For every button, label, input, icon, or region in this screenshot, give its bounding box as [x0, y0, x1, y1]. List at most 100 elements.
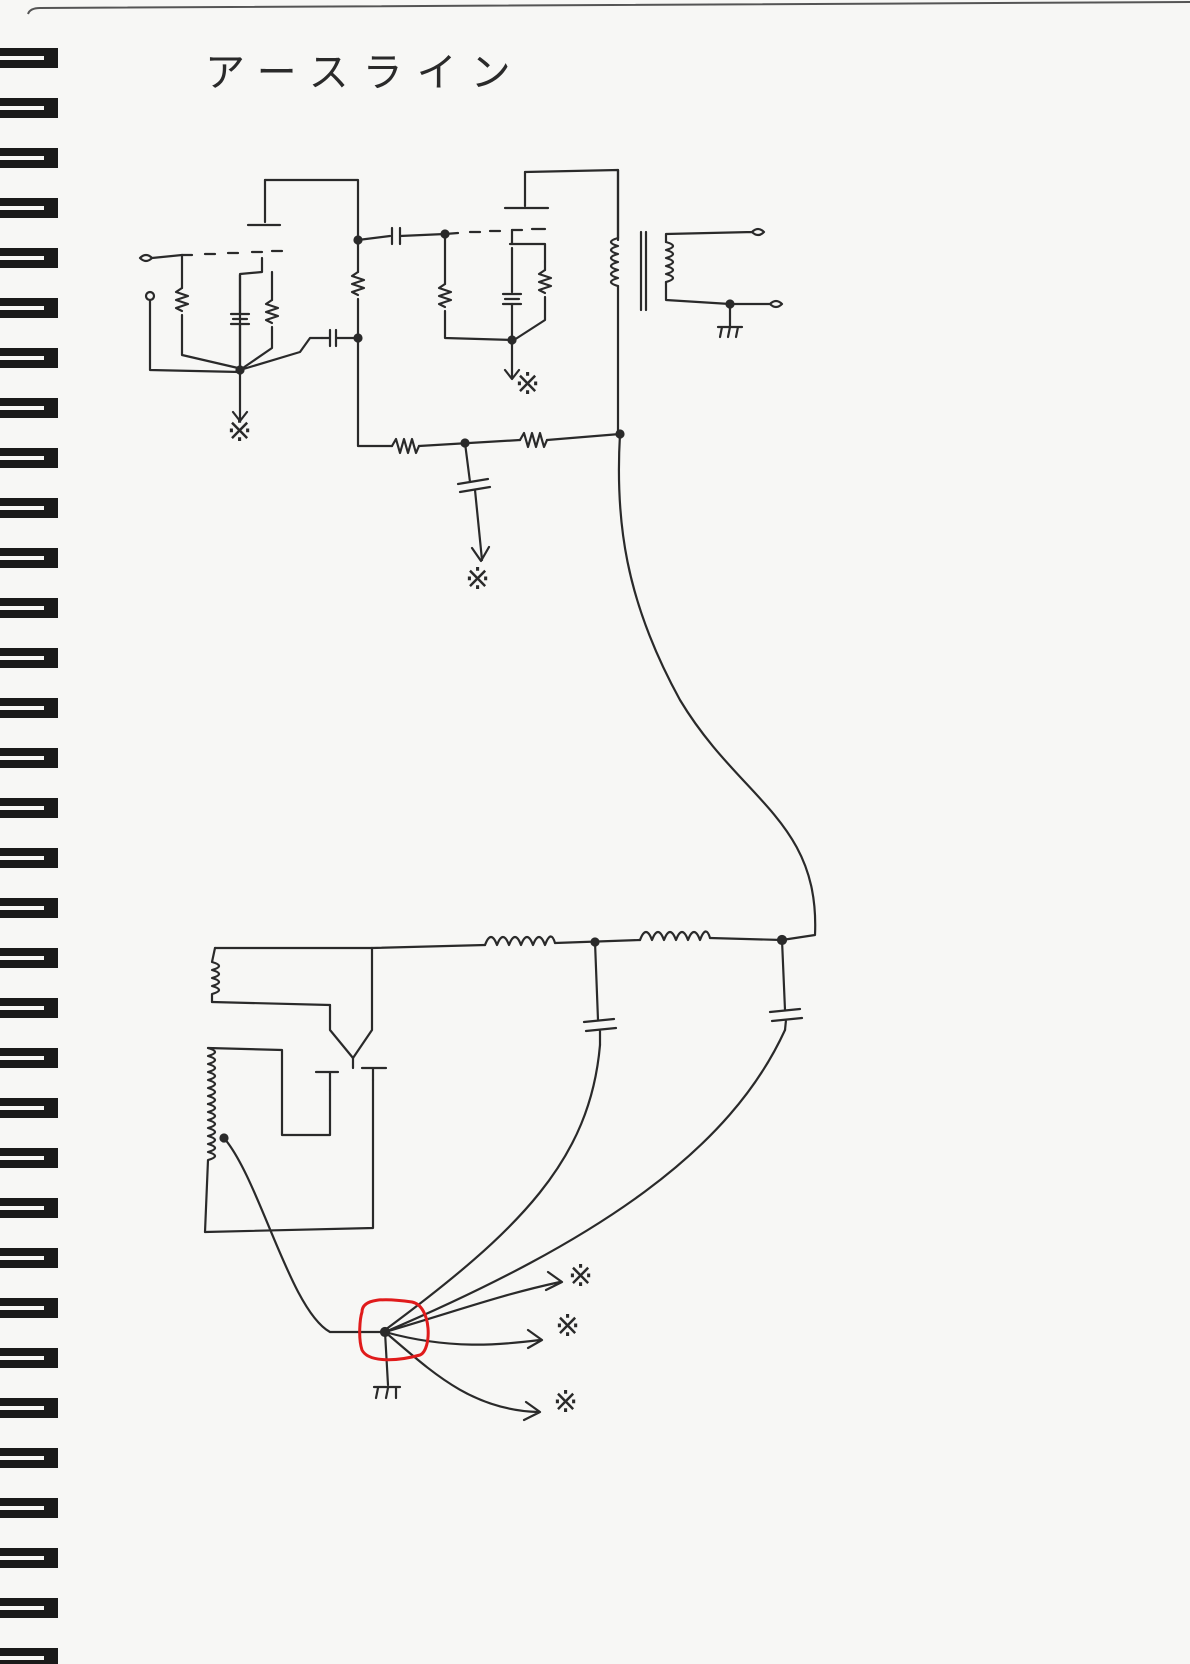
ground-mark: ※ [555, 1309, 581, 1344]
spiral-ring [0, 1498, 58, 1506]
spiral-ring [0, 160, 58, 168]
spiral-ring [0, 798, 58, 806]
tube-1 [180, 178, 360, 374]
spiral-ring [0, 248, 58, 256]
spiral-ring [44, 748, 58, 768]
spiral-ring [0, 648, 58, 656]
spiral-ring [0, 48, 58, 56]
spiral-ring [0, 360, 58, 368]
spiral-ring [44, 1598, 58, 1618]
b-plus-wire [617, 432, 817, 942]
spiral-ring [0, 498, 58, 506]
spiral-ring [44, 598, 58, 618]
ground-mark: ※ [553, 1385, 579, 1420]
filter-choke-2 [638, 930, 788, 946]
spiral-ring [44, 1248, 58, 1268]
spiral-ring [0, 1210, 58, 1218]
spiral-ring [44, 1148, 58, 1168]
spiral-ring [44, 1198, 58, 1218]
spiral-ring [0, 148, 58, 156]
spiral-ring [0, 1110, 58, 1118]
spiral-ring [44, 1548, 58, 1568]
power-transformer [203, 946, 375, 1234]
spiral-ring [44, 948, 58, 968]
spiral-ring [0, 1410, 58, 1418]
plate-resistor-1 [350, 238, 366, 340]
input-grid-resistor [174, 253, 240, 370]
spiral-ring [0, 810, 58, 818]
spiral-ring [0, 310, 58, 318]
spiral-ring [0, 1198, 58, 1206]
decoupling-network [356, 336, 625, 563]
cathode-resistor-2 [512, 260, 553, 342]
spiral-ring [0, 260, 58, 268]
page-title: アースライン [205, 50, 525, 96]
spiral-ring [0, 198, 58, 206]
spiral-ring [44, 298, 58, 318]
spiral-ring [0, 598, 58, 606]
spiral-ring [0, 1548, 58, 1556]
spiral-ring [0, 348, 58, 356]
spiral-ring [0, 948, 58, 956]
spiral-ring [0, 660, 58, 668]
spiral-ring [0, 210, 58, 218]
spiral-ring [44, 1098, 58, 1118]
spiral-ring [0, 960, 58, 968]
spiral-ring [0, 1610, 58, 1618]
input-terminal [138, 253, 242, 374]
spiral-ring [44, 998, 58, 1018]
spiral-ring [0, 410, 58, 418]
spiral-ring [44, 1048, 58, 1068]
spiral-ring [44, 148, 58, 168]
ground-mark: ※ [515, 367, 541, 402]
spiral-ring [44, 1448, 58, 1468]
spiral-ring [44, 1498, 58, 1518]
spiral-ring [0, 1460, 58, 1468]
feedback-capacitor [320, 328, 363, 348]
spiral-ring [0, 1398, 58, 1406]
spiral-ring [44, 1648, 58, 1664]
spiral-ring [44, 798, 58, 818]
ground-point-circle [358, 1298, 430, 1362]
filter-capacitor-2 [383, 938, 804, 1334]
rectifier-tube [314, 946, 388, 1092]
spiral-binding [0, 0, 70, 1664]
spiral-ring [0, 60, 58, 68]
spiral-ring [44, 898, 58, 918]
spiral-ring [0, 698, 58, 706]
spiral-ring [44, 398, 58, 418]
spiral-ring [0, 110, 58, 118]
spiral-ring [44, 548, 58, 568]
spiral-ring [44, 848, 58, 868]
spiral-ring [0, 1510, 58, 1518]
coupling-capacitor [353, 226, 450, 246]
spiral-ring [44, 1398, 58, 1418]
spiral-ring [0, 1260, 58, 1268]
spiral-ring [0, 398, 58, 406]
cathode-resistor-1 [238, 270, 280, 372]
spiral-ring [0, 1248, 58, 1256]
ground-line-2 [503, 335, 521, 381]
spiral-ring [44, 698, 58, 718]
filter-capacitor-1 [383, 940, 618, 1332]
spiral-ring [0, 1010, 58, 1018]
spiral-ring [0, 1360, 58, 1368]
spiral-ring [44, 198, 58, 218]
spiral-ring [0, 1048, 58, 1056]
spiral-ring [0, 910, 58, 918]
tube-2 [443, 168, 620, 264]
filter-choke-1 [370, 935, 642, 950]
spiral-ring [0, 998, 58, 1006]
spiral-ring [0, 298, 58, 306]
spiral-ring [0, 1098, 58, 1106]
spiral-ring [0, 560, 58, 568]
spiral-ring [0, 1598, 58, 1606]
spiral-ring [44, 98, 58, 118]
spiral-ring [0, 1660, 58, 1664]
spiral-ring [0, 1148, 58, 1156]
spiral-ring [0, 1348, 58, 1356]
spiral-ring [0, 710, 58, 718]
spiral-ring [0, 1160, 58, 1168]
